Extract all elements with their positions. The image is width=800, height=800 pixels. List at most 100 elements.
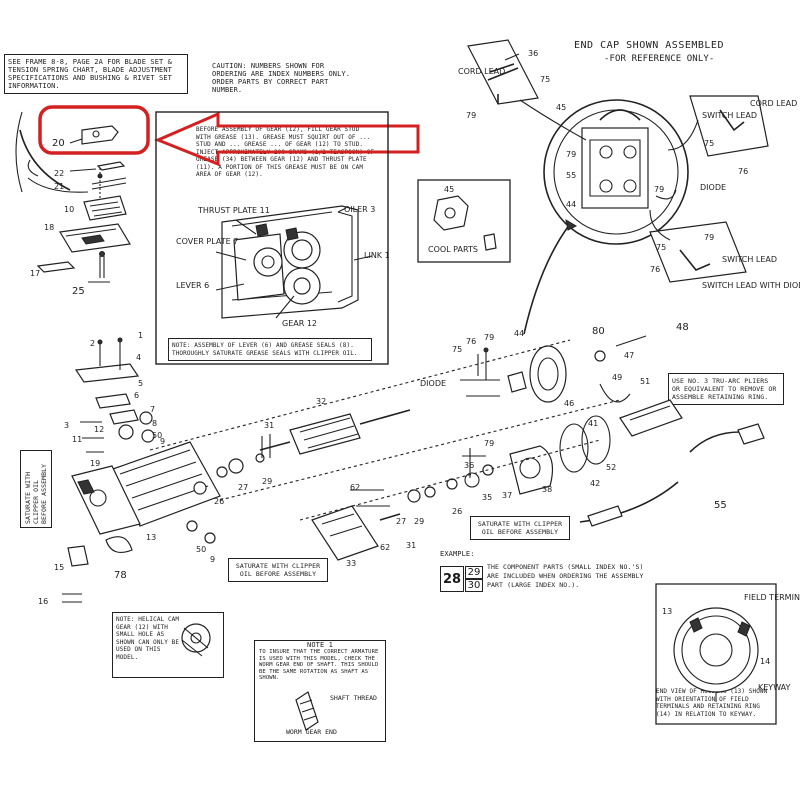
note1-text: To insure that the correct armature is u… [259,649,379,681]
end-cap-assembly: COOL PARTS 45 CORD LEAD 36 75 79 45 79 5… [417,39,800,335]
part-20-label: 20 [52,138,65,149]
part-29-label: 29 [262,477,272,486]
part-36-main-label: 36 [464,461,474,470]
left-head-assembly [62,337,221,603]
switch-cord-assembly [579,399,765,527]
part-27b-label: 27 [396,517,406,526]
part-15-label: 15 [54,563,64,572]
part-29b-label: 29 [414,517,424,526]
blade-assembly [15,111,131,283]
part-50a-label: 50 [152,431,162,440]
part-27-label: 27 [238,483,248,492]
link-label: LINK 1 [364,251,390,260]
caution-note: Caution: Numbers shown for ordering are … [212,62,351,94]
part-8-label: 8 [152,419,157,428]
saturate-note-center: SATURATE WITH CLIPPER OIL BEFORE ASSEMBL… [228,558,328,582]
part-61-label: 62 [380,543,390,552]
switch-lead-top-label: SWITCH LEAD [702,111,757,120]
part-47-label: 47 [624,351,634,360]
tru-arc-note: Use No. 3 Tru-arc pliers or equivalent t… [668,373,784,405]
part-22-label: 22 [54,169,64,178]
part-76-main-label: 76 [466,337,476,346]
cord-lead-right-label: CORD LEAD [750,99,797,108]
part-6-label: 6 [134,391,139,400]
diode-left-label: DIODE [420,379,446,388]
keyway-label: KEYWAY [758,683,791,692]
part-31b-label: 31 [406,541,416,550]
part-80-label: 80 [592,326,605,337]
part-25-label: 25 [72,286,85,297]
part-19-label: 19 [90,459,100,468]
cord-lead-label: CORD LEAD [458,67,505,76]
switch-lead-diode-label: SWITCH LEAD WITH DIODE [702,281,800,290]
frame-reference-note: See frame 8-8, page 2A for blade set & t… [4,54,188,94]
part-79-sw-label: 79 [704,233,714,242]
cool-parts-label: COOL PARTS [428,245,478,254]
lubrication-inset: THRUST PLATE 11 COVER PLATE 7 LEVER 6 OI… [155,111,390,365]
part-4-label: 4 [136,353,141,362]
example-text: The component parts (small index No.'s) … [487,563,644,589]
part-13-end-label: 13 [662,607,672,616]
saturate-note-right: SATURATE WITH CLIPPER OIL BEFORE ASSEMBL… [470,516,570,540]
part-45-label: 45 [444,185,454,194]
part-75-label: 75 [540,75,550,84]
part-44-main-label: 44 [514,329,524,338]
armature-assembly [186,409,411,544]
part-12-label: 12 [94,425,104,434]
lever-label: LEVER 6 [176,281,209,290]
part-5-label: 5 [138,379,143,388]
cover-plate-label: COVER PLATE 7 [176,237,238,246]
note1-box: NOTE 1 To insure that the correct armatu… [254,640,386,742]
part-55-label: 55 [714,500,727,511]
example-label: EXAMPLE: [440,550,475,558]
part-76-right-label: 76 [738,167,748,176]
part-41-label: 41 [588,419,598,428]
part-45b-label: 45 [556,103,566,112]
note1-title: NOTE 1 [307,641,333,649]
part-21-label: 21 [54,182,64,191]
part-79b-label: 79 [566,150,576,159]
note1-shaft-label: SHAFT THREAD [330,694,377,702]
note1-worm-label: WORM GEAR END [286,728,337,736]
part-76-sw-label: 76 [650,265,660,274]
part-79c-label: 79 [654,185,664,194]
example-small-number-2: 30 [465,579,483,592]
part-78-label: 78 [114,570,127,581]
highlight-box [38,105,150,155]
note1-sketch: SHAFT THREAD WORM GEAR END [286,691,377,736]
part-51-label: 51 [640,377,650,386]
diode-label: DIODE [700,183,726,192]
part-11-label: 11 [72,435,82,444]
part-33-label: 33 [346,559,356,568]
part-9b-label: 9 [210,555,215,564]
field-terminals-label: FIELD TERMINALS [744,593,800,602]
part-79-main-label: 79 [484,333,494,342]
part-10-label: 10 [64,205,74,214]
field-assembly [311,478,458,561]
helical-gear-sketch [181,623,211,657]
part-49-label: 49 [612,373,622,382]
part-1-label: 1 [138,331,143,340]
part-79d-label: 79 [484,439,494,448]
part-79-label: 79 [466,111,476,120]
part-35-label: 35 [482,493,492,502]
helical-note-text: Note: Helical cam gear (12) with small h… [116,616,180,661]
end-cap-title: END CAP SHOWN ASSEMBLED [574,40,724,51]
part-16-label: 16 [38,597,48,606]
end-bell-assembly [460,335,647,403]
part-14-end-label: 14 [760,657,770,666]
center-lines [149,339,621,521]
part-38-label: 38 [542,485,552,494]
part-75-sw-label: 75 [656,243,666,252]
part-75-right-label: 75 [704,139,714,148]
part-number-callouts: 20 22 21 10 18 17 25 1 2 4 5 6 7 8 9 50 … [30,138,727,606]
part-55b-label: 55 [566,171,576,180]
part-50b-label: 50 [196,545,206,554]
part-9-label: 9 [160,437,165,446]
example-big-number: 28 [440,566,464,592]
part-36-label: 36 [528,49,538,58]
gear-label: GEAR 12 [282,319,317,328]
part-75-main-label: 75 [452,345,462,354]
